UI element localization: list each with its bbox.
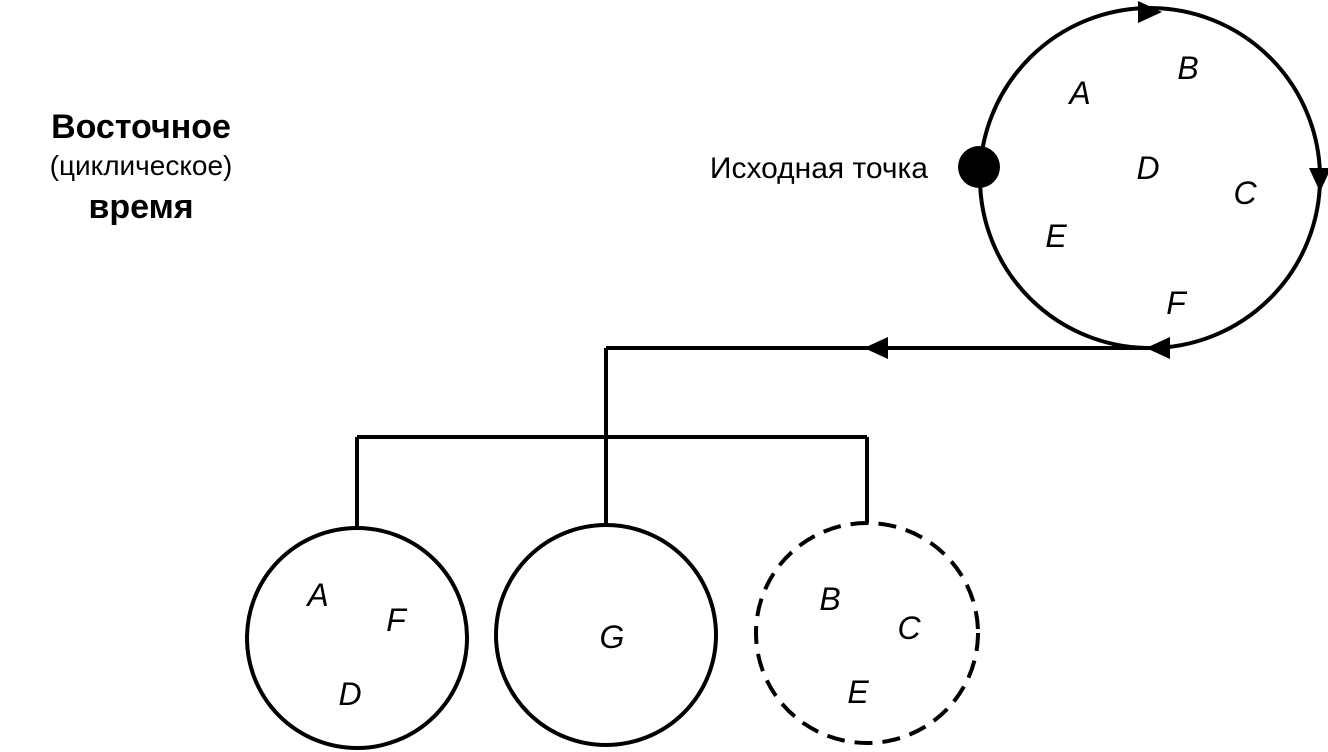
main-label-f: F xyxy=(1166,285,1188,321)
start-point-marker xyxy=(958,146,1000,188)
arrowhead-top xyxy=(1138,1,1162,23)
group2-label-g: G xyxy=(600,619,625,655)
group3-label-e: E xyxy=(847,674,869,710)
connector-arrowhead xyxy=(864,337,888,359)
main-label-a: A xyxy=(1067,75,1090,111)
arrowhead-right xyxy=(1309,168,1328,192)
group1-label-f: F xyxy=(386,602,408,638)
group-circle-2 xyxy=(494,523,718,747)
main-label-b: B xyxy=(1177,50,1198,86)
group1-label-a: A xyxy=(305,577,328,613)
start-point-label: Исходная точка xyxy=(710,152,928,185)
title-line-3: время xyxy=(88,188,194,226)
group1-label-d: D xyxy=(338,676,361,712)
arrowhead-bottom xyxy=(1146,337,1170,359)
group3-label-b: B xyxy=(819,581,840,617)
title-line-1: Восточное xyxy=(51,108,231,146)
main-label-e: E xyxy=(1045,218,1067,254)
main-label-c: C xyxy=(1233,175,1257,211)
group-circle-3-dashed xyxy=(754,521,980,745)
group3-label-c: C xyxy=(897,610,921,646)
group-circle-1 xyxy=(245,526,469,750)
main-label-d: D xyxy=(1136,150,1159,186)
title-line-2: (циклическое) xyxy=(49,150,233,181)
diagram-title: Восточное (циклическое) время xyxy=(0,110,282,224)
